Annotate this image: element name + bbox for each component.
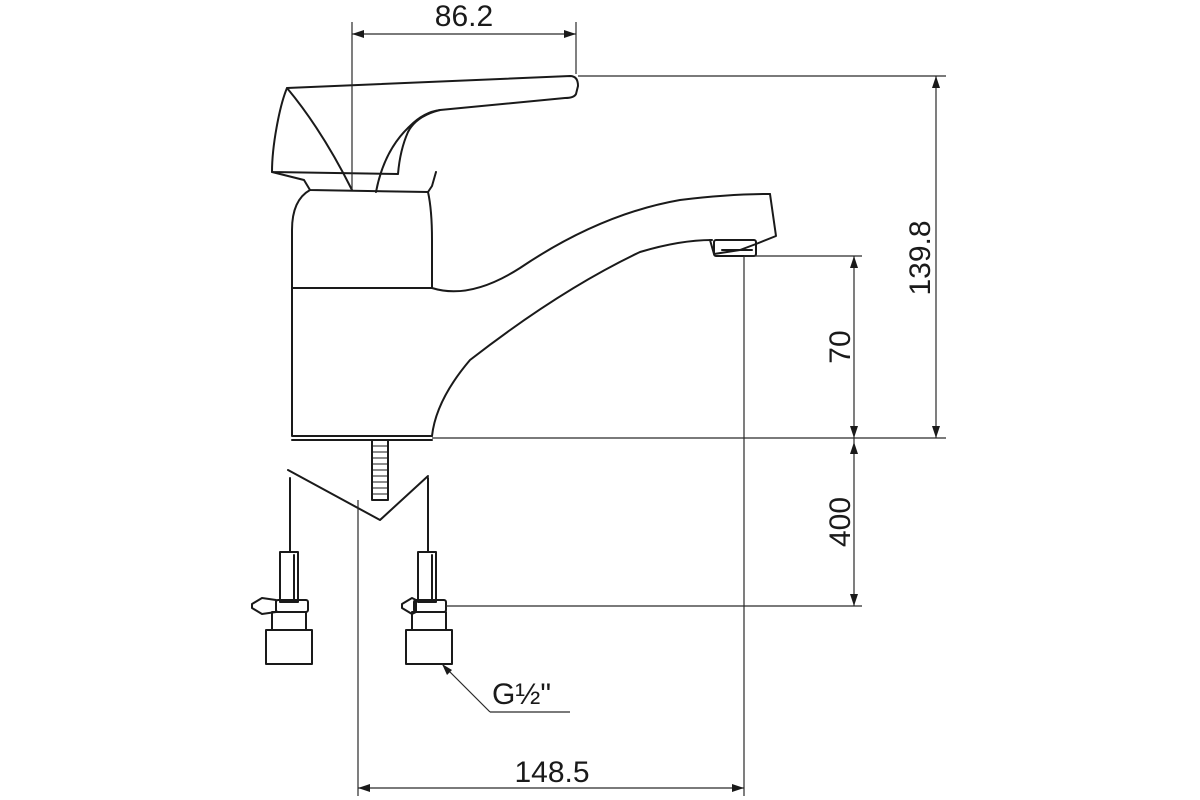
dim-spout-height-label: 70 bbox=[824, 330, 857, 363]
connection-callout-label: G½" bbox=[492, 678, 551, 711]
dim-hose-length-label: 400 bbox=[824, 497, 857, 547]
dim-total-depth: 148.5 bbox=[357, 256, 745, 796]
lever-handle bbox=[271, 75, 579, 175]
flex-hose-right bbox=[401, 477, 453, 665]
lower-body bbox=[291, 287, 433, 437]
lever-handle-facet bbox=[286, 87, 353, 191]
dim-handle-width: 86.2 bbox=[351, 0, 577, 190]
connection-callout: G½" bbox=[441, 663, 570, 713]
dim-total-height: 139.8 bbox=[432, 75, 946, 439]
flex-hose-left bbox=[251, 477, 313, 665]
cartridge-cap bbox=[271, 171, 437, 193]
aerator bbox=[713, 239, 757, 257]
stud-threads bbox=[372, 445, 388, 495]
break-line bbox=[287, 469, 429, 521]
lever-handle-inner bbox=[375, 109, 441, 193]
dim-total-depth-label: 148.5 bbox=[514, 756, 589, 789]
dim-spout-height: 70 bbox=[744, 255, 862, 438]
spout-lower-edge bbox=[431, 239, 713, 437]
dim-total-height-label: 139.8 bbox=[904, 220, 937, 295]
dim-hose-length: 400 bbox=[446, 438, 862, 607]
faucet-outline bbox=[271, 75, 777, 521]
body-dome bbox=[291, 189, 433, 289]
spout-upper-edge bbox=[431, 193, 771, 293]
dim-handle-width-label: 86.2 bbox=[435, 0, 493, 33]
spout-tip bbox=[709, 193, 777, 255]
